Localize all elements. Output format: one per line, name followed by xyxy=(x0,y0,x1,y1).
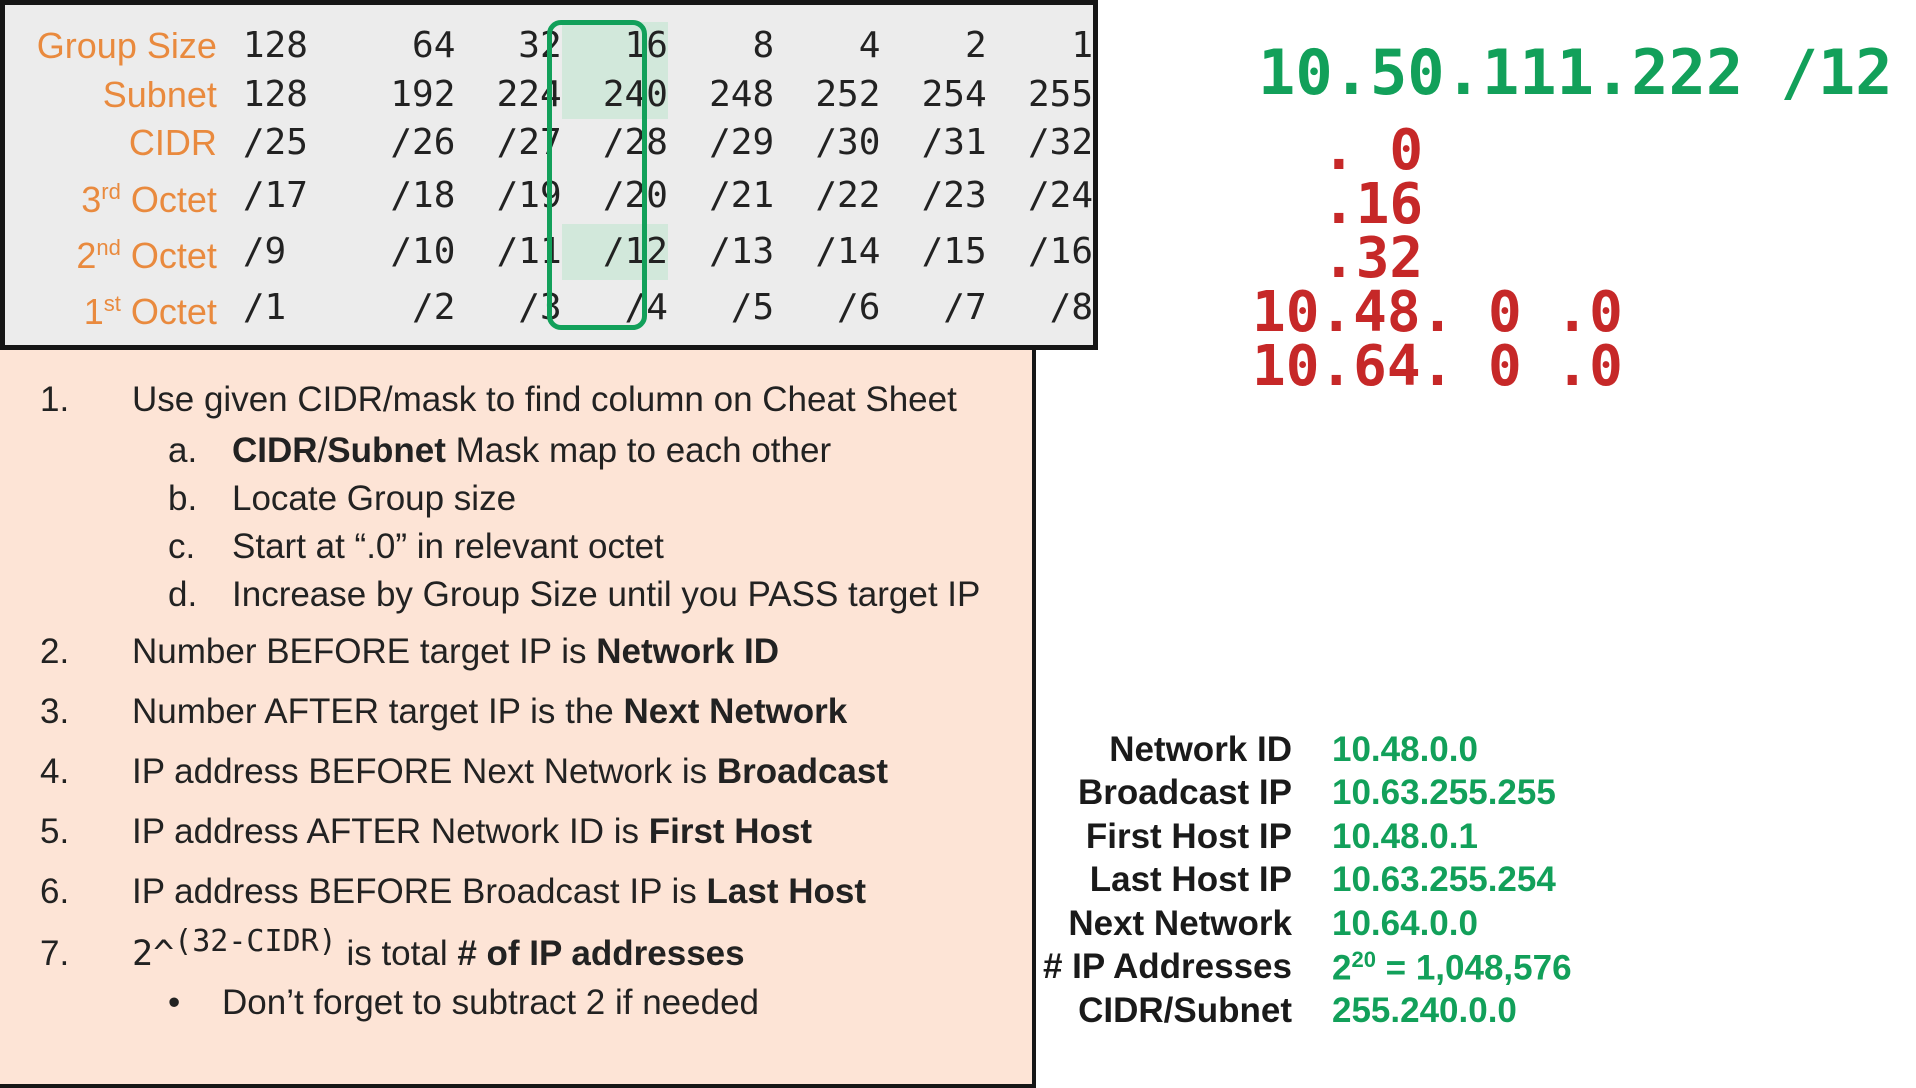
cell: /14 xyxy=(815,230,881,272)
next-network-value: 10.64.0.0 xyxy=(1332,904,1478,943)
cell: /24 xyxy=(1027,174,1093,216)
row-label: 1st Octet xyxy=(83,290,217,332)
first-host-value: 10.48.0.1 xyxy=(1332,817,1478,856)
calc-line-32: .32 xyxy=(1322,226,1424,291)
cell: /2 xyxy=(412,286,456,328)
cell: /11 xyxy=(496,230,562,272)
row-label: 2nd Octet xyxy=(76,234,217,276)
cell: /6 xyxy=(837,286,881,328)
cell: /9 xyxy=(242,230,287,272)
row-label: 3rd Octet xyxy=(81,178,217,220)
network-id-value: 10.48.0.0 xyxy=(1332,730,1478,769)
cell: /17 xyxy=(242,174,308,216)
cell: /21 xyxy=(709,174,775,216)
cell: 1 xyxy=(1071,25,1093,67)
cheat-sheet-grid: Group Size 128 64 32 16 8 4 2 1 Subnet 1… xyxy=(5,22,1093,336)
cell: /23 xyxy=(921,174,987,216)
broadcast-ip-label: Broadcast IP xyxy=(1078,773,1292,812)
ip-addresses-label: # IP Addresses xyxy=(1042,947,1292,986)
cell: /18 xyxy=(390,174,456,216)
cell: /26 xyxy=(390,122,456,164)
row-label: Group Size xyxy=(36,25,217,67)
cell: /28 xyxy=(602,122,668,164)
cell: /1 xyxy=(242,286,287,328)
network-id-label: Network ID xyxy=(1109,730,1292,769)
cell: /19 xyxy=(496,174,562,216)
row-subnet: Subnet 128 192 224 240 248 252 254 255 xyxy=(5,70,1093,119)
calc-line-0: . 0 xyxy=(1322,118,1424,183)
calc-line-16: .16 xyxy=(1322,172,1424,237)
cell: /30 xyxy=(815,122,881,164)
cell: 248 xyxy=(709,73,775,115)
cell: /22 xyxy=(815,174,881,216)
cell: /15 xyxy=(921,230,987,272)
cell-highlighted: 240 xyxy=(561,70,668,119)
cell: 255 xyxy=(1027,73,1093,115)
cell: 254 xyxy=(921,73,987,115)
calc-next-network-line: 10.64. 0 .0 xyxy=(1252,334,1623,399)
cell: 192 xyxy=(390,73,456,115)
cell: 32 xyxy=(518,25,562,67)
last-host-value: 10.63.255.254 xyxy=(1332,860,1556,899)
cell: /7 xyxy=(943,286,987,328)
steps-panel: 1. Use given CIDR/mask to find column on… xyxy=(0,350,1036,1088)
target-ip-title: 10.50.111.222 /12 xyxy=(1258,36,1893,109)
cell: /25 xyxy=(242,122,308,164)
cell: 252 xyxy=(815,73,881,115)
cell: /16 xyxy=(1027,230,1093,272)
cell: 128 xyxy=(242,73,308,115)
next-network-label: Next Network xyxy=(1068,904,1292,943)
row-label: Subnet xyxy=(102,73,217,115)
cell: /27 xyxy=(496,122,562,164)
cell: /3 xyxy=(518,286,562,328)
cell: 4 xyxy=(858,25,881,67)
row-cidr: CIDR /25 /26 /27 /28 /29 /30 /31 /32 xyxy=(5,119,1093,168)
cell: 64 xyxy=(412,25,456,67)
row-label: CIDR xyxy=(128,122,217,164)
cell: 8 xyxy=(752,25,775,67)
row-3rd-octet: 3rd Octet /17 /18 /19 /20 /21 /22 /23 /2… xyxy=(5,168,1093,224)
cell: /5 xyxy=(730,286,775,328)
cidr-subnet-label: CIDR/Subnet xyxy=(1078,991,1292,1030)
broadcast-ip-value: 10.63.255.255 xyxy=(1332,773,1556,812)
cell: /20 xyxy=(602,174,668,216)
first-host-label: First Host IP xyxy=(1085,817,1292,856)
cell: 2 xyxy=(964,25,987,67)
cell: /8 xyxy=(1049,286,1093,328)
cell: 128 xyxy=(242,25,308,67)
cell-highlighted: /12 xyxy=(561,223,668,280)
cell: 224 xyxy=(496,73,562,115)
ip-addresses-value: 220 = 1,048,576 xyxy=(1332,947,1572,988)
cell: /32 xyxy=(1027,122,1093,164)
cell: /10 xyxy=(390,230,456,272)
row-2nd-octet: 2nd Octet /9 /10 /11 /12 /13 /14 /15 /16 xyxy=(5,223,1093,280)
cell: /13 xyxy=(709,230,775,272)
cidr-subnet-value: 255.240.0.0 xyxy=(1332,991,1517,1030)
last-host-label: Last Host IP xyxy=(1089,860,1292,899)
calc-network-id-line: 10.48. 0 .0 xyxy=(1252,280,1623,345)
cell: /29 xyxy=(709,122,775,164)
cell: /31 xyxy=(921,122,987,164)
cheat-sheet-table: Group Size 128 64 32 16 8 4 2 1 Subnet 1… xyxy=(0,0,1098,350)
selected-column-outline xyxy=(547,20,647,330)
